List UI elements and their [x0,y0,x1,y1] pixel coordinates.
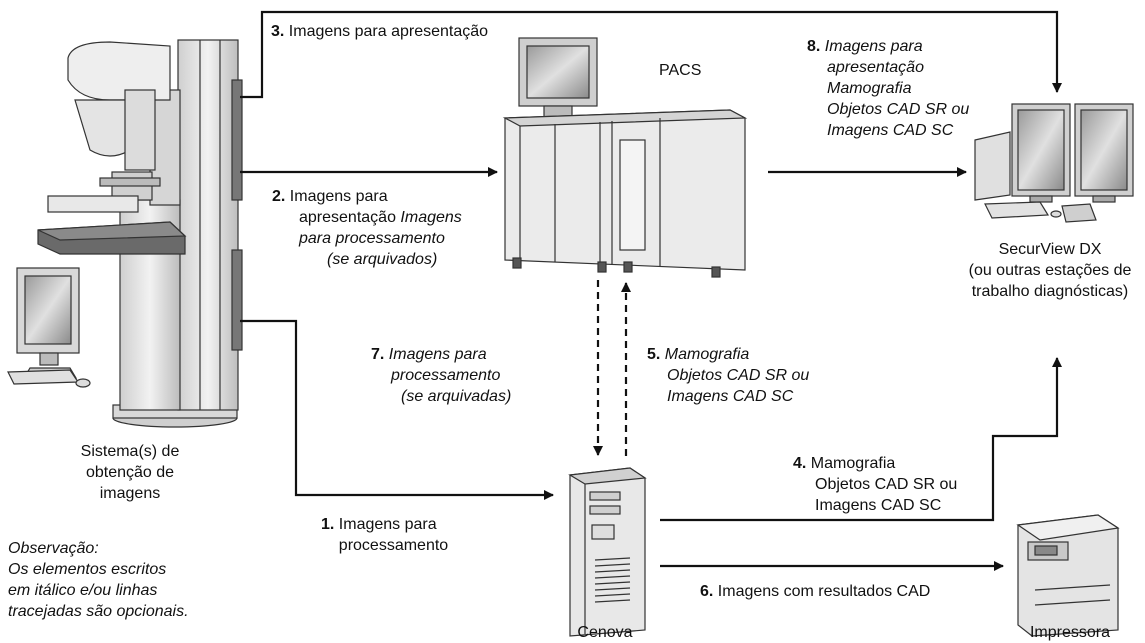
flow-3-number: 3. [271,23,285,40]
note-block: Observação: Os elementos escritos em itá… [8,538,189,622]
flow-6-text: Imagens com resultados CAD [717,583,931,600]
note-body: Os elementos escritos em itálico e/ou li… [8,561,189,620]
flow-8-label: 8. Imagens para apresentação Mamografia … [807,36,969,141]
flow-3-text: Imagens para apresentação [288,23,489,40]
arrow-flow-1 [240,319,554,500]
flow-2-number: 2. [272,188,286,205]
flow-8-line-5: Imagens CAD SC [827,122,954,139]
flow-2-text-4: para processamento [299,230,445,247]
flow-8-line-3: Mamografia [827,80,912,97]
flow-4-label: 4. Mamografia Objetos CAD SR ou Imagens … [793,453,957,516]
flow-4-line-2: Objetos CAD SR ou [815,476,958,493]
flow-2-text-2: apresentação [299,209,396,226]
pacs-server-icon [502,37,748,278]
flow-5-line-1: Mamografia [664,346,750,363]
flow-2-text-1: Imagens para [289,188,388,205]
flow-5-label: 5. Mamografia Objetos CAD SR ou Imagens … [647,344,809,407]
acquisition-system-label: Sistema(s) de obtenção de imagens [80,443,180,502]
flow-4-number: 4. [793,455,807,472]
flow-8-number: 8. [807,38,821,55]
flow-1-number: 1. [321,516,335,533]
flow-4-line-1: Mamografia [810,455,896,472]
flow-1-label: 1. Imagens para processamento [321,514,448,556]
flow-7-number: 7. [371,346,385,363]
flow-6-label: 6. Imagens com resultados CAD [700,581,930,602]
flow-7-line-2: processamento [391,367,501,384]
printer-label: Impressora [1029,624,1111,641]
flow-5-line-3: Imagens CAD SC [667,388,794,405]
flow-2-text-3: Imagens [400,209,462,226]
flow-7-label: 7. Imagens para processamento (se arquiv… [371,344,511,407]
flow-4-line-3: Imagens CAD SC [815,497,942,514]
flow-8-line-2: apresentação [827,59,924,76]
cenova-server-icon [568,467,647,637]
flow-5-number: 5. [647,346,661,363]
flow-6-number: 6. [700,583,714,600]
flow-1-text: Imagens para processamento [338,516,449,554]
securview-workstation-icon [974,103,1134,223]
securview-label: SecurView DX (ou outras estações de trab… [968,241,1132,300]
flow-2-label: 2. Imagens para apresentação Imagens par… [272,186,462,270]
arrow-flow-4 [660,357,1062,522]
note-title: Observação: [8,540,99,557]
flow-8-line-1: Imagens para [824,38,923,55]
acquisition-workstation-icon [7,267,91,388]
pacs-label: PACS [659,62,702,79]
flow-arrows [240,10,1062,571]
flow-3-label: 3. Imagens para apresentação [271,21,488,42]
flow-7-line-3: (se arquivadas) [401,388,512,405]
flow-5-line-2: Objetos CAD SR ou [667,367,810,384]
printer-icon [1016,514,1120,637]
flow-2-text-5: (se arquivados) [327,251,438,268]
flow-7-line-1: Imagens para [388,346,487,363]
flow-8-line-4: Objetos CAD SR ou [827,101,970,118]
cenova-label: Cenova [577,624,633,641]
mammography-system-icon [37,39,243,428]
arrow-flow-3 [240,10,1062,99]
